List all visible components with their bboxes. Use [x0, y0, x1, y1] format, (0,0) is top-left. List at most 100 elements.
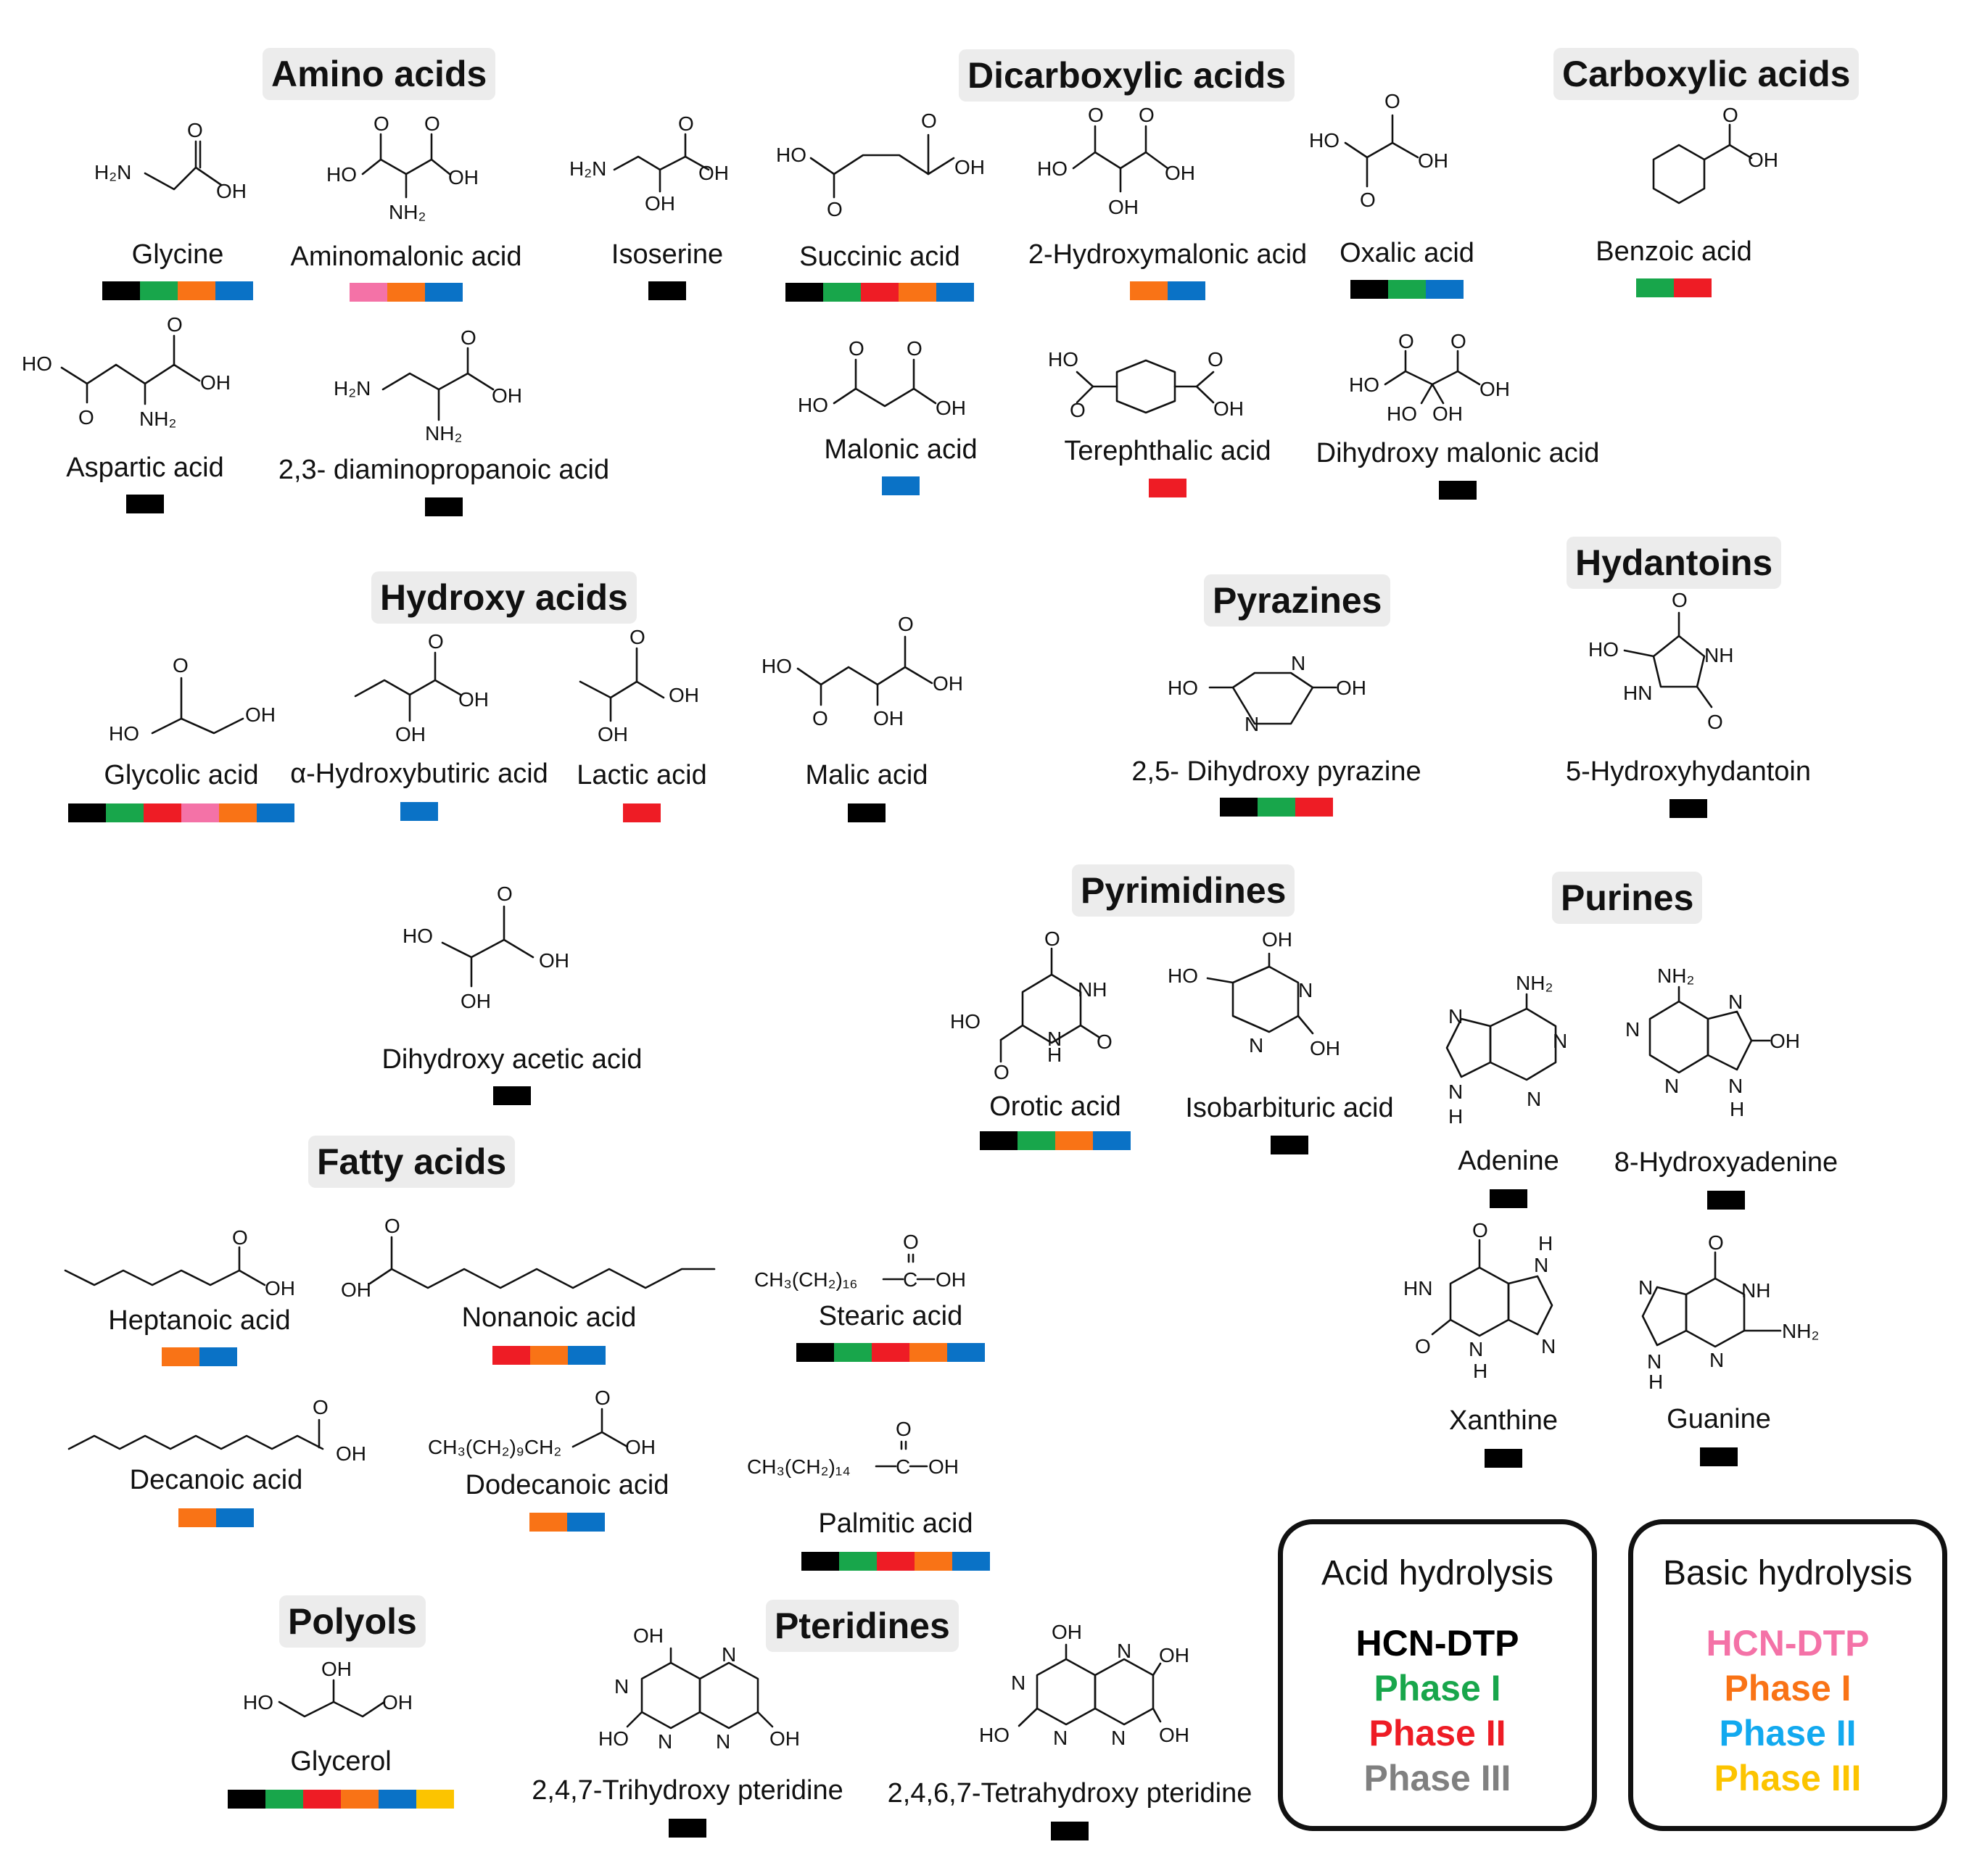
phase-bar-segment: [425, 283, 463, 302]
svg-text:O: O: [1088, 104, 1104, 126]
structure-terephthalic-acid: HO OOH O: [1048, 348, 1244, 421]
phase-bars: [68, 803, 294, 822]
svg-text:N: N: [1527, 1088, 1541, 1110]
svg-text:HO: HO: [22, 352, 52, 375]
phase-bars: [1669, 799, 1707, 818]
svg-text:HO: HO: [403, 925, 433, 947]
legend-basic-item: Phase III: [1714, 1758, 1862, 1798]
svg-text:N: N: [1117, 1640, 1131, 1662]
svg-text:OH: OH: [1310, 1037, 1340, 1059]
phase-bar-segment: [493, 1086, 531, 1105]
svg-text:OH: OH: [382, 1691, 413, 1714]
compound-name: Dihydroxy acetic acid: [381, 1044, 643, 1075]
svg-text:OH: OH: [954, 156, 985, 178]
phase-bars: [1700, 1447, 1738, 1466]
svg-text:N: N: [1553, 1030, 1567, 1052]
svg-text:O: O: [187, 119, 203, 141]
svg-text:OH: OH: [645, 192, 675, 215]
svg-text:O: O: [373, 112, 389, 135]
phase-bars: [162, 1347, 237, 1366]
phase-bars: [228, 1790, 454, 1809]
svg-text:O: O: [907, 337, 923, 360]
phase-bar-segment: [341, 1790, 379, 1809]
compound-name: Succinic acid: [799, 241, 960, 272]
compound-name: Xanthine: [1448, 1405, 1559, 1436]
phase-bar-segment: [106, 803, 144, 822]
svg-text:N: N: [1728, 1075, 1743, 1097]
svg-text:O: O: [173, 654, 189, 677]
phase-bar-segment: [669, 1819, 706, 1838]
phase-bar-segment: [1271, 1136, 1308, 1154]
phase-bar-segment: [257, 803, 294, 822]
phase-bars: [1271, 1136, 1308, 1154]
svg-text:O: O: [1097, 1030, 1113, 1053]
svg-text:N: N: [716, 1730, 730, 1753]
svg-text:OH: OH: [341, 1278, 371, 1301]
compound-name: Isobarbituric acid: [1185, 1093, 1394, 1123]
phase-bar-segment: [952, 1552, 990, 1571]
compound-name: 2,4,6,7-Tetrahydroxy pteridine: [887, 1778, 1252, 1809]
svg-text:O: O: [849, 337, 864, 360]
phase-bars: [648, 281, 686, 300]
phase-bars: [1350, 280, 1464, 299]
compound-name: 2-Hydroxymalonic acid: [1028, 239, 1308, 270]
svg-text:OH: OH: [625, 1436, 656, 1458]
svg-text:C: C: [903, 1268, 917, 1291]
structure-oxalic-acid: HO O O OH: [1309, 90, 1448, 211]
structure-glycerol: HO OH OH: [243, 1658, 413, 1718]
svg-text:O: O: [812, 707, 828, 730]
svg-text:NH₂: NH₂: [1516, 972, 1553, 994]
compound-name: Glycerol: [290, 1746, 392, 1777]
phase-bar-segment: [1051, 1822, 1089, 1840]
phase-bar-segment: [839, 1552, 877, 1571]
svg-text:OH: OH: [492, 384, 522, 407]
svg-text:HO: HO: [1168, 677, 1198, 699]
structure-glycolic-acid: HO O OH: [109, 654, 276, 745]
svg-text:O: O: [497, 883, 513, 905]
svg-text:O: O: [1707, 711, 1723, 733]
phase-bar-segment: [899, 283, 936, 302]
phase-bars: [350, 283, 463, 302]
compound-name: Benzoic acid: [1596, 236, 1752, 267]
svg-text:N: N: [1053, 1727, 1068, 1749]
compound-name: Dihydroxy malonic acid: [1316, 438, 1600, 468]
phase-bar-segment: [1700, 1447, 1738, 1466]
legend-acid-item: Phase III: [1363, 1758, 1511, 1798]
phase-bar-segment: [796, 1343, 834, 1362]
legend-basic-title: Basic hydrolysis: [1662, 1554, 1913, 1592]
legend-basic-item: HCN-DTP: [1706, 1623, 1870, 1664]
svg-text:OH: OH: [1432, 402, 1463, 425]
svg-text:HO: HO: [798, 394, 828, 416]
compound-name: Glycine: [131, 239, 224, 270]
structure-dihydroxy-acetic-acid: HO O OH OH: [403, 883, 569, 1012]
compound-name: Stearic acid: [818, 1301, 963, 1331]
phase-bar-segment: [1258, 798, 1295, 817]
structure-glycine: H₂N O OH: [94, 119, 247, 202]
svg-text:HO: HO: [326, 163, 357, 186]
svg-text:HO: HO: [1048, 348, 1078, 371]
svg-text:OH: OH: [395, 723, 426, 745]
svg-text:OH: OH: [321, 1658, 352, 1680]
structure-guanine: O NHN NN H NH₂: [1638, 1231, 1819, 1393]
svg-text:HO: HO: [979, 1724, 1010, 1746]
legend-basic-item: Phase II: [1719, 1713, 1857, 1753]
structure-isoserine: H₂N O OH OH: [569, 112, 729, 215]
structure-dodecanoic-acid: CH₃(CH₂)₉CH₂ O OH: [428, 1387, 656, 1458]
phase-bar-segment: [1669, 799, 1707, 818]
compound-name: Oxalic acid: [1340, 238, 1474, 268]
svg-text:N: N: [1291, 652, 1305, 674]
compound-name: α-Hydroxybutiric acid: [290, 759, 548, 789]
svg-text:OH: OH: [336, 1442, 366, 1465]
svg-text:H: H: [1047, 1044, 1062, 1066]
svg-text:O: O: [1360, 189, 1376, 211]
phase-bar-segment: [400, 802, 438, 821]
svg-text:O: O: [1384, 90, 1400, 112]
phase-bar-segment: [1055, 1131, 1093, 1150]
compound-name: Isoserine: [611, 239, 724, 270]
phase-bar-segment: [350, 283, 387, 302]
svg-text:OH: OH: [1748, 149, 1778, 171]
phase-bars: [1130, 281, 1205, 300]
compound-name: Malic acid: [805, 760, 928, 790]
svg-text:N: N: [1298, 979, 1313, 1001]
phase-bar-segment: [785, 283, 823, 302]
